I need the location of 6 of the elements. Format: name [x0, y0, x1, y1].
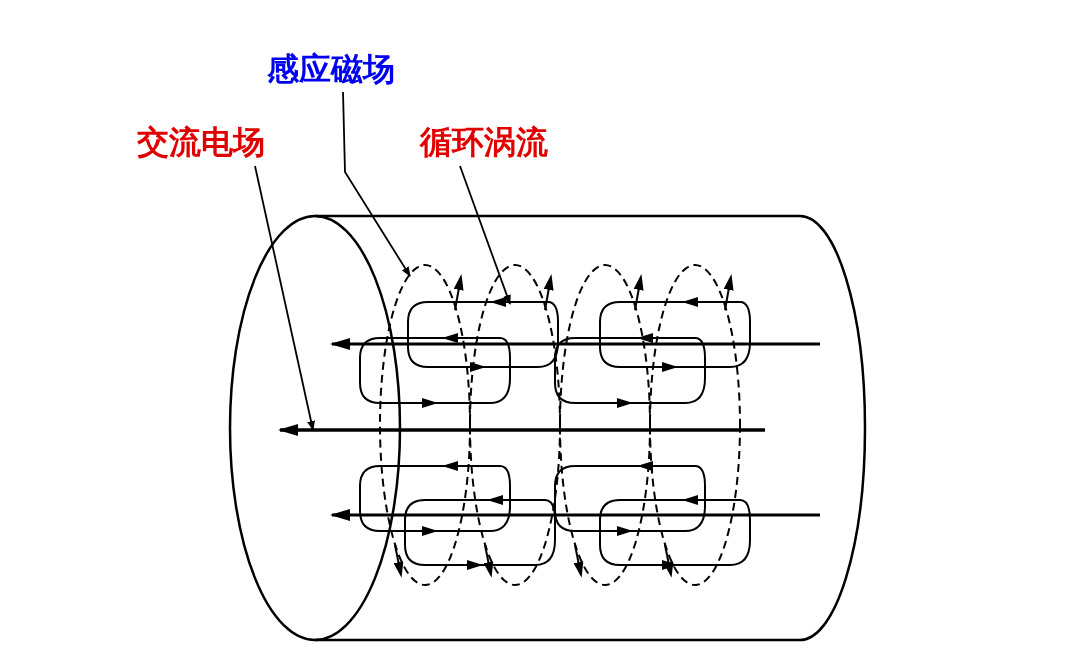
part-label: 循环涡流: [420, 123, 548, 161]
part-label: 感应磁场: [267, 50, 395, 88]
leader-line: [342, 91, 411, 277]
leader-line: [459, 165, 511, 305]
leader-line: [254, 165, 315, 431]
part-label: 交流电场: [137, 123, 265, 161]
